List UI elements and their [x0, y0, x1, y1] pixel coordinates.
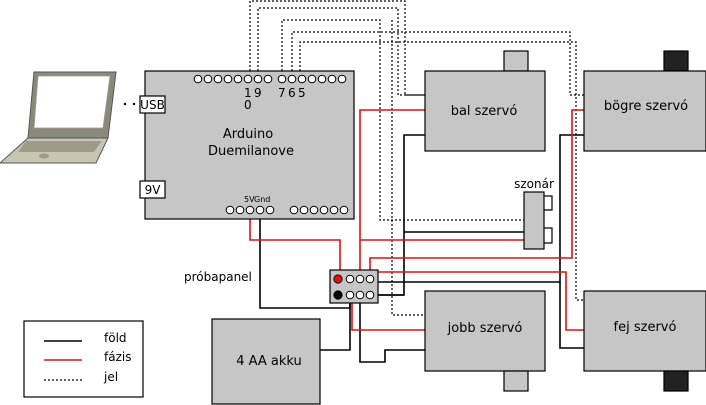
arduino-title: Arduino — [223, 127, 273, 142]
pin-label-5v: 5V — [244, 195, 255, 204]
sonar-label: szonár — [514, 177, 554, 191]
sonar-sensor: szonár — [514, 177, 554, 250]
breadboard — [329, 269, 379, 304]
arduino-board: 1 9 0 7 6 5 5V Gnd Arduino Duemilanove — [144, 70, 355, 220]
phase-wires — [249, 109, 584, 331]
laptop-icon — [0, 71, 117, 164]
usb-port: USB — [139, 95, 166, 114]
right-servo-label: jobb szervó — [447, 321, 523, 336]
pin-label-1: 1 — [244, 86, 252, 100]
breadboard-label: próbapanel — [184, 270, 252, 284]
pin-label-9: 9 — [254, 86, 262, 100]
pin-label-5: 5 — [298, 86, 306, 100]
signal-wires — [249, 0, 584, 316]
arduino-bottom-header — [225, 205, 349, 215]
power-jack: 9V — [139, 180, 166, 199]
left-servo-label: bal szervó — [451, 104, 518, 119]
cup-servo: bögre szervó — [583, 50, 706, 152]
usb-connector-dots — [123, 102, 136, 106]
pin-label-0: 0 — [244, 98, 252, 112]
battery-label: 4 AA akku — [236, 354, 302, 369]
cup-servo-label: bögre szervó — [604, 99, 688, 114]
usb-label: USB — [140, 98, 165, 112]
legend-phase-label: fázis — [104, 350, 131, 364]
legend-signal-label: jel — [103, 370, 118, 384]
right-servo: jobb szervó — [424, 290, 546, 392]
left-servo: bal szervó — [424, 50, 546, 152]
power-jack-label: 9V — [145, 183, 162, 197]
head-servo: fej szervó — [583, 290, 706, 392]
ground-wires — [259, 134, 584, 363]
arduino-top-header — [193, 74, 347, 84]
arduino-model: Duemilanove — [208, 144, 294, 159]
legend-ground-label: föld — [104, 331, 127, 345]
head-servo-label: fej szervó — [614, 320, 677, 335]
pin-label-7: 7 — [278, 86, 286, 100]
pin-label-6: 6 — [288, 86, 296, 100]
battery-pack: 4 AA akku — [211, 318, 321, 405]
pin-label-gnd: Gnd — [254, 195, 270, 204]
legend: föld fázis jel — [23, 320, 144, 398]
